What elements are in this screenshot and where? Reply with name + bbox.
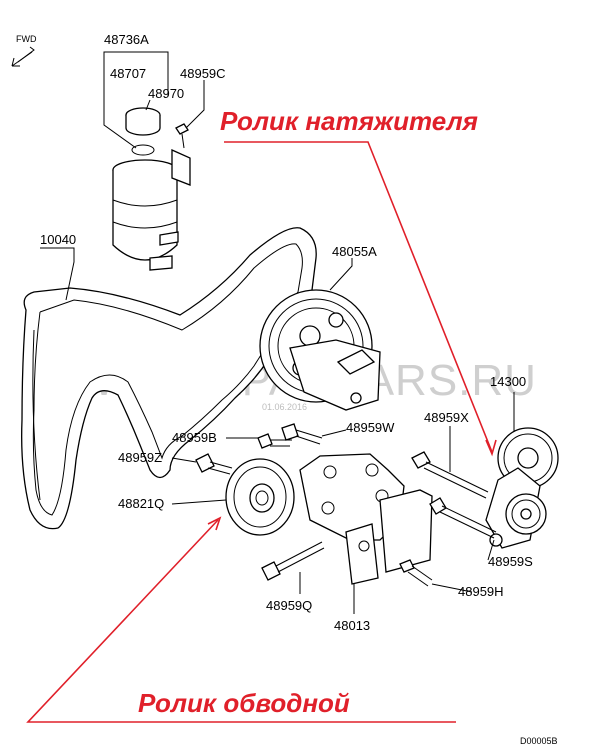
label-48736A[interactable]: 48736A	[104, 32, 149, 47]
diagram-code: D00005B	[520, 736, 558, 746]
label-48970[interactable]: 48970	[148, 86, 184, 101]
label-48959Q[interactable]: 48959Q	[266, 598, 312, 613]
watermark-date: 01.06.2016	[262, 402, 307, 412]
fwd-label: FWD	[16, 34, 37, 44]
bolts-drawing	[195, 423, 497, 587]
belt-drawing	[21, 227, 317, 530]
tensioner-drawing	[485, 427, 559, 549]
reservoir-leaders	[103, 51, 205, 149]
label-48959Z[interactable]: 48959Z	[118, 450, 162, 465]
pump-drawing	[259, 289, 381, 411]
tensioner-annotation: Ролик натяжителя	[220, 106, 478, 136]
idler-pulley-drawing	[225, 458, 295, 536]
bracket-drawing	[299, 453, 433, 585]
idler-annotation-arrow	[26, 516, 456, 723]
label-48821Q[interactable]: 48821Q	[118, 496, 164, 511]
label-48959W[interactable]: 48959W	[346, 420, 395, 435]
label-14300[interactable]: 14300	[490, 374, 526, 389]
label-48959X[interactable]: 48959X	[424, 410, 469, 425]
label-48707[interactable]: 48707	[110, 66, 146, 81]
label-48959C[interactable]: 48959C	[180, 66, 226, 81]
fwd-arrow-icon	[11, 46, 35, 67]
leader-lines	[40, 247, 515, 614]
label-48013[interactable]: 48013	[334, 618, 370, 633]
reservoir-drawing	[112, 107, 191, 271]
tensioner-annotation-arrow	[224, 141, 497, 457]
label-48959B[interactable]: 48959B	[172, 430, 217, 445]
label-48959H[interactable]: 48959H	[458, 584, 504, 599]
label-48959S[interactable]: 48959S	[488, 554, 533, 569]
idler-annotation: Ролик обводной	[138, 688, 350, 718]
label-48055A[interactable]: 48055A	[332, 244, 377, 259]
label-10040[interactable]: 10040	[40, 232, 76, 247]
